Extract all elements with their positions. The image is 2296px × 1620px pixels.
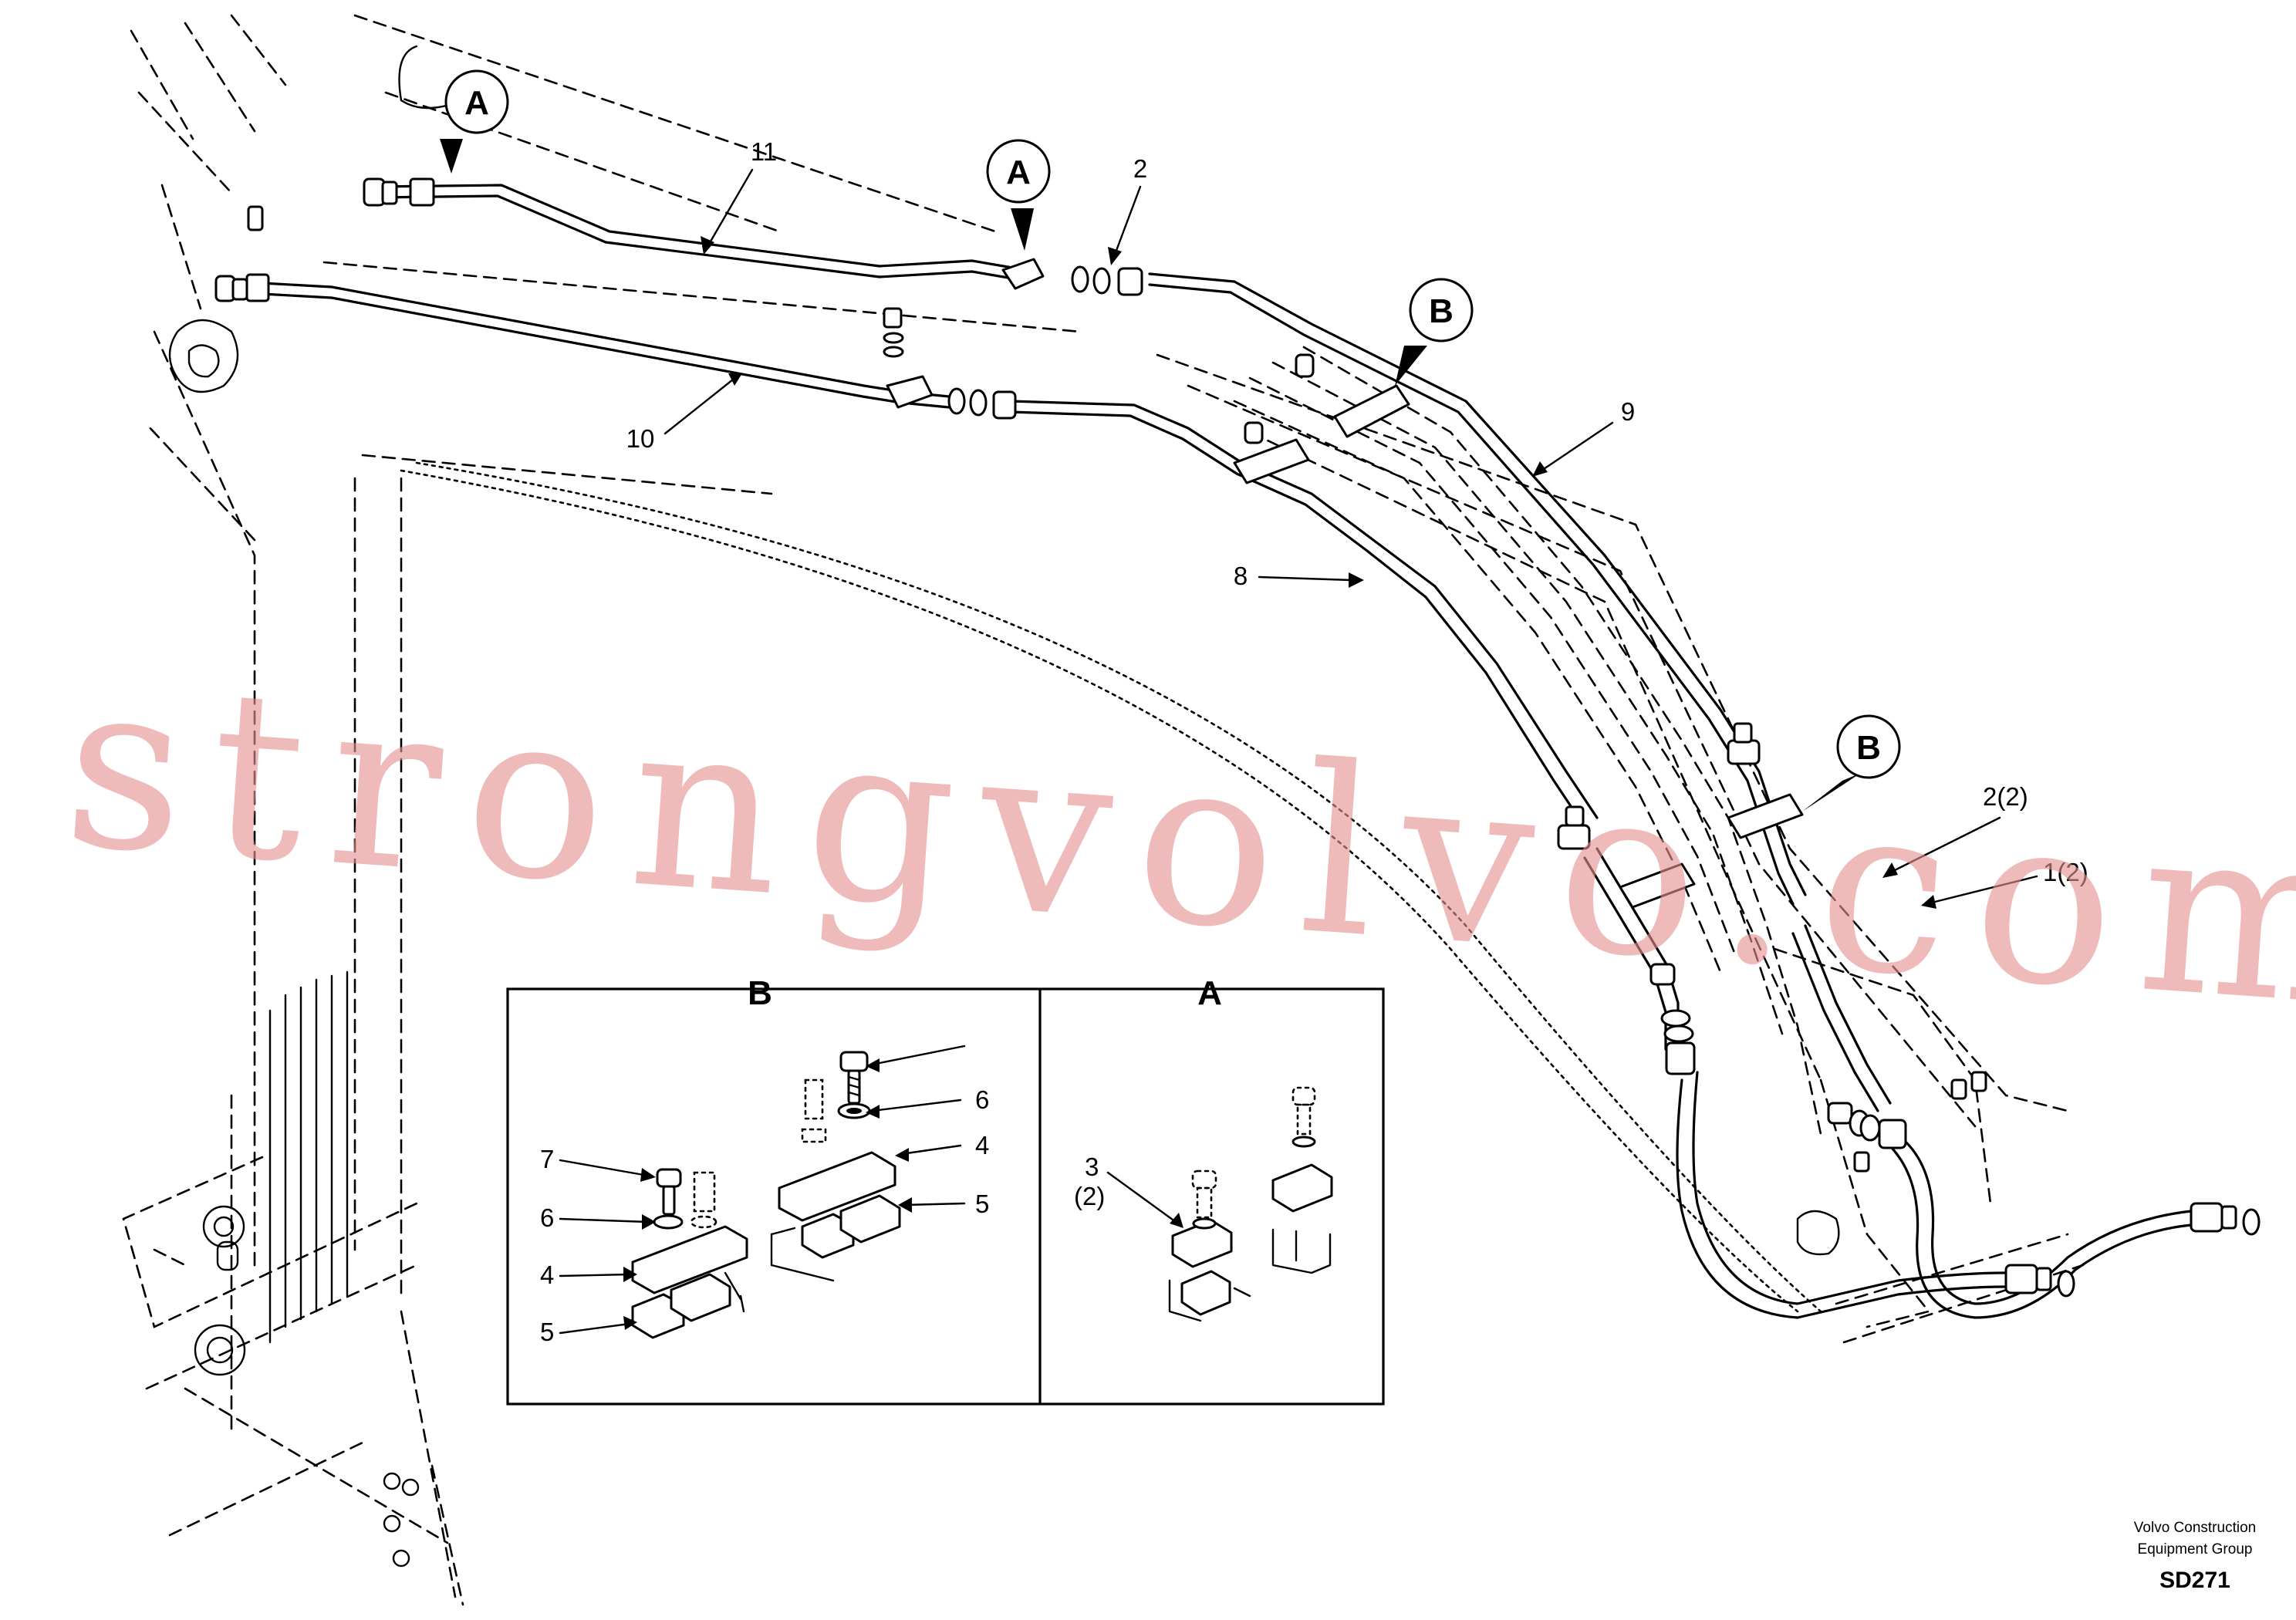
callout-9: 9 (1532, 397, 1635, 477)
bubble-b-lower: B (1802, 714, 1901, 812)
detail-b-label-4b: 4 (540, 1261, 554, 1289)
detail-b-title: B (748, 974, 772, 1012)
detail-a-label-3-qty: (2) (1074, 1182, 1105, 1210)
detail-b-label-6b: 6 (540, 1203, 554, 1232)
detail-a-title: A (1197, 974, 1222, 1012)
drawing-code: SD271 (2159, 1568, 2230, 1593)
callout-10-label: 10 (626, 424, 655, 453)
detail-b-label-7: 7 (540, 1145, 554, 1173)
callout-2x2-label: 2(2) (1983, 782, 2028, 811)
fittings (214, 177, 2261, 1298)
detail-panels (506, 987, 1385, 1406)
footer-block: Volvo Construction Equipment Group SD271 (2134, 1520, 2256, 1593)
detail-b-label-5b: 5 (540, 1318, 554, 1346)
bubble-a-left: A (440, 69, 509, 174)
callout-10: 10 (626, 373, 742, 453)
footer-company-line2: Equipment Group (2138, 1541, 2253, 1558)
boom-outline-dashed (122, 14, 2085, 1606)
callout-2: 2 (1108, 154, 1147, 265)
callout-8: 8 (1234, 562, 1364, 590)
bubble-a-left-label: A (464, 84, 489, 122)
detail-b-label-4a: 4 (975, 1131, 989, 1159)
callout-1x2: 1(2) (1921, 858, 2088, 909)
bubble-b-upper-label: B (1429, 292, 1454, 330)
footer-company-line1: Volvo Construction (2134, 1520, 2256, 1536)
detail-b-panel: B 6 4 5 7 6 (540, 974, 989, 1346)
callout-11: 11 (701, 137, 777, 255)
callout-9-label: 9 (1621, 397, 1635, 426)
detail-b-label-6a: 6 (975, 1085, 989, 1114)
bubble-a-mid-label: A (1006, 154, 1031, 191)
callout-11-label: 11 (751, 137, 777, 166)
bubble-b-lower-label: B (1856, 729, 1881, 767)
callout-2-label: 2 (1133, 154, 1147, 183)
callout-1x2-label: 1(2) (2043, 858, 2088, 886)
bubble-a-mid: A (986, 139, 1051, 251)
callout-2x2: 2(2) (1882, 782, 2028, 878)
detail-b-label-5a: 5 (975, 1190, 989, 1218)
bubble-b-upper: B (1395, 278, 1474, 386)
callout-8-label: 8 (1234, 562, 1248, 590)
detail-a-label-3: 3 (1085, 1153, 1099, 1181)
detail-a-panel: A 3 (2) (1074, 974, 1333, 1322)
